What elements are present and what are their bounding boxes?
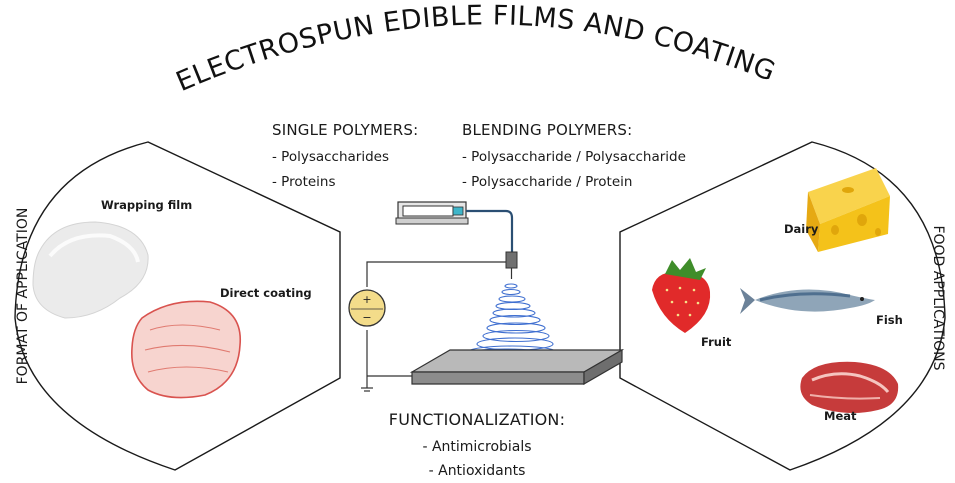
syringe-pump: [395, 201, 469, 225]
single-polymers-item: - Polysaccharides: [272, 149, 390, 165]
power-minus-symbol: −: [362, 311, 371, 324]
feed-tube: [466, 209, 514, 252]
blending-polymers-item: - Polysaccharide / Protein: [462, 174, 633, 190]
cheese-icon: [806, 168, 890, 252]
functionalization-heading: FUNCTIONALIZATION:: [388, 410, 566, 429]
diagram-title: ELECTROSPUN EDIBLE FILMS AND COATING: [172, 0, 779, 98]
blending-polymers-item: - Polysaccharide / Polysaccharide: [462, 149, 686, 165]
left-panel-outline: [14, 141, 341, 471]
circuit-wire-top: [366, 261, 506, 287]
coated-meat-icon: [131, 300, 241, 399]
right-panel-outline: [619, 141, 946, 471]
fish-icon: [740, 288, 875, 314]
meat-label: Meat: [824, 409, 857, 423]
blending-polymers-heading: BLENDING POLYMERS:: [462, 121, 633, 139]
collector-plate: [409, 348, 625, 386]
strawberry-icon: [652, 258, 711, 333]
wrapping-film-label: Wrapping film: [101, 198, 193, 212]
dairy-label: Dairy: [784, 222, 819, 236]
diagram-title-arc: ELECTROSPUN EDIBLE FILMS AND COATING: [172, 0, 780, 98]
power-plus-symbol: +: [362, 293, 371, 306]
single-polymers-heading: SINGLE POLYMERS:: [272, 121, 419, 139]
left-panel-heading: FORMAT OF APPLICATION: [15, 207, 31, 385]
wrapping-film-icon: [32, 221, 149, 319]
direct-coating-label: Direct coating: [220, 286, 312, 300]
ground-symbol: [361, 387, 373, 392]
fiber-jet-spiral: [464, 283, 557, 361]
fruit-label: Fruit: [701, 335, 732, 349]
steak-icon: [800, 361, 899, 414]
right-panel-heading: FOOD APPLICATIONS: [930, 225, 946, 371]
fish-label: Fish: [876, 313, 903, 327]
single-polymers-item: - Proteins: [272, 174, 336, 190]
functionalization-item: - Antimicrobials: [422, 439, 532, 455]
spinneret-needle: [505, 251, 518, 269]
functionalization-item: - Antioxidants: [428, 463, 526, 479]
power-supply: + −: [348, 289, 386, 327]
